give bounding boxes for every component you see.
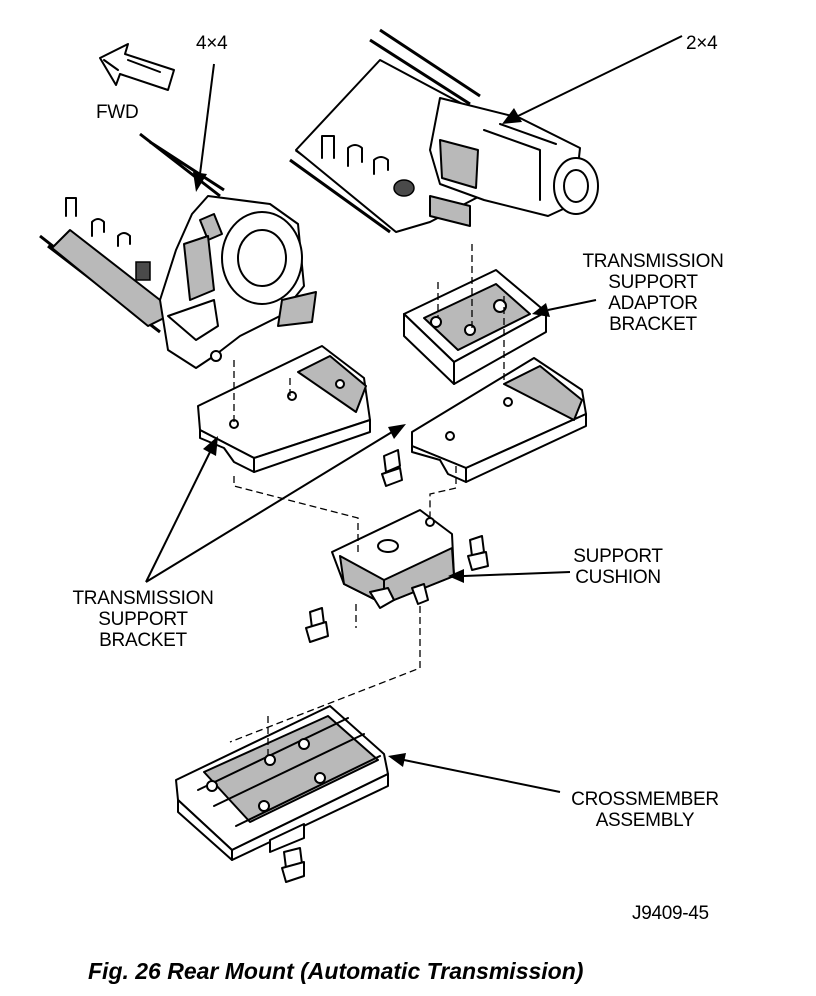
leader-4x4	[193, 63, 215, 192]
figure-code: J9409-45	[632, 903, 709, 924]
label-4x4: 4×4	[196, 33, 228, 54]
leader-adaptor	[532, 299, 597, 317]
support-cushion-part	[331, 509, 455, 609]
leader-2x4	[502, 35, 683, 124]
label-crossmember: CROSSMEMBER ASSEMBLY	[571, 789, 719, 831]
figure-caption: Fig. 26 Rear Mount (Automatic Transmissi…	[88, 958, 584, 984]
bolts	[281, 449, 489, 883]
leader-lines	[145, 35, 683, 793]
bolt-right	[467, 535, 489, 571]
alignment-lines	[229, 244, 505, 758]
label-2x4: 2×4	[686, 33, 718, 54]
transmission-2x4	[289, 28, 599, 234]
adaptor-bracket-part	[403, 269, 547, 385]
leader-support-bracket	[145, 424, 406, 583]
label-support-cushion: SUPPORT CUSHION	[573, 546, 663, 588]
label-adaptor-bracket: TRANSMISSION SUPPORT ADAPTOR BRACKET	[582, 251, 724, 335]
leader-crossmember	[388, 753, 561, 793]
forward-direction-arrow	[99, 43, 175, 91]
label-support-bracket: TRANSMISSION SUPPORT BRACKET	[72, 588, 214, 651]
bolt-upper-left	[381, 449, 403, 487]
support-bracket-4x4	[197, 345, 371, 473]
support-bracket-2x4	[411, 357, 587, 483]
bolt-bottom	[281, 847, 305, 883]
bolt-left	[305, 607, 329, 643]
label-fwd: FWD	[96, 102, 139, 123]
leader-cushion	[448, 569, 571, 583]
crossmember-part	[175, 705, 389, 861]
transmission-4x4	[39, 132, 317, 369]
